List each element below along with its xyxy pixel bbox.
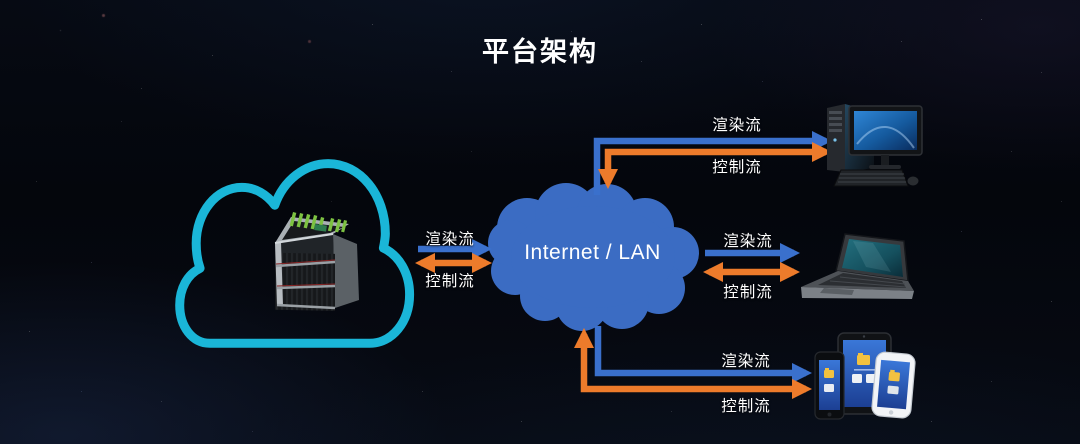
control-flow-arrow-internet-desktop bbox=[597, 141, 833, 190]
folder-icon bbox=[824, 370, 834, 378]
desktop-computer-icon bbox=[827, 104, 923, 187]
control-flow-label: 控制流 bbox=[712, 159, 762, 176]
gpu-cards-icon bbox=[289, 212, 348, 233]
folder-icon bbox=[857, 355, 870, 365]
server-cloud-outline-icon bbox=[180, 164, 410, 344]
laptop-icon bbox=[801, 233, 914, 299]
render-flow-label: 渲染流 bbox=[425, 231, 475, 248]
laptop-screen bbox=[842, 239, 903, 277]
smartphone-icon bbox=[814, 351, 845, 420]
control-flow-arrow-internet-mobile bbox=[573, 327, 813, 400]
internet-lan-label: Internet / LAN bbox=[524, 241, 661, 264]
smartphone-white-icon bbox=[871, 351, 916, 419]
control-flow-label: 控制流 bbox=[723, 284, 773, 301]
render-flow-label: 渲染流 bbox=[712, 117, 762, 134]
page-title: 平台架构 bbox=[482, 37, 598, 67]
desktop-screen bbox=[854, 111, 917, 150]
server-rack-icon bbox=[274, 212, 359, 311]
touchpad bbox=[820, 288, 854, 295]
server-cloud bbox=[180, 164, 410, 344]
mouse-icon bbox=[907, 176, 919, 186]
render-flow-label: 渲染流 bbox=[721, 353, 771, 370]
render-flow-label: 渲染流 bbox=[723, 233, 773, 250]
internet-cloud-icon bbox=[488, 183, 699, 331]
control-flow-label: 控制流 bbox=[425, 273, 475, 290]
tablet-and-phones-icon bbox=[814, 332, 916, 420]
folder-icon bbox=[888, 371, 901, 382]
render-flow-arrow-internet-desktop bbox=[593, 130, 833, 195]
connection-arrows bbox=[414, 130, 833, 400]
control-flow-label: 控制流 bbox=[721, 398, 771, 415]
